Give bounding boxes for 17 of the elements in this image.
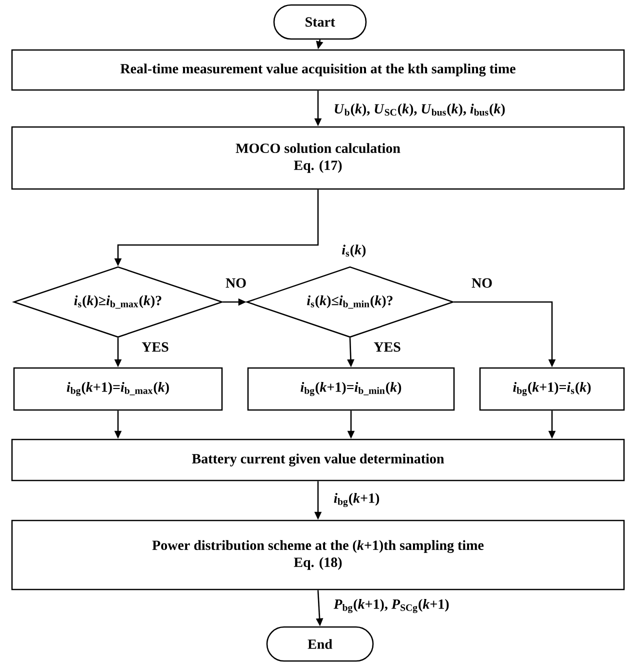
process-box: i$_{bg}$(k+1)=i$_{s}$(k) [479, 367, 625, 411]
process-box: i$_{bg}$(k+1)=i$_{b_min}$(k) [247, 367, 455, 411]
edge-label: YES [140, 341, 170, 353]
process-box: Battery current given value determination [11, 438, 625, 482]
terminal-box: Start [273, 4, 367, 40]
edge-label: YES [372, 341, 402, 353]
process-box: MOCO solution calculation Eq. (17) [11, 126, 625, 190]
edge-label: NO [224, 277, 248, 289]
edge-label: i$_{bg}$(k+1) [332, 492, 381, 508]
edge-label: P$_{bg}$(k+1), P$_{SCg}$(k+1) [332, 598, 450, 614]
edge-label: U$_{b}$(k), U$_{SC}$(k), U$_{bus}$(k), i$_{bus}$(k) [332, 102, 506, 118]
edge-label: NO [470, 277, 494, 289]
terminal-box: End [266, 626, 374, 662]
edge-label: i$_{s}$(k) [340, 244, 368, 258]
process-box: i$_{bg}$(k+1)=i$_{b_max}$(k) [13, 367, 223, 411]
process-box: Power distribution scheme at the (k+1)th sampling time Eq. (18) [11, 520, 625, 590]
process-box: Real-time measurement value acquisition at the kth sampling time [11, 49, 625, 91]
